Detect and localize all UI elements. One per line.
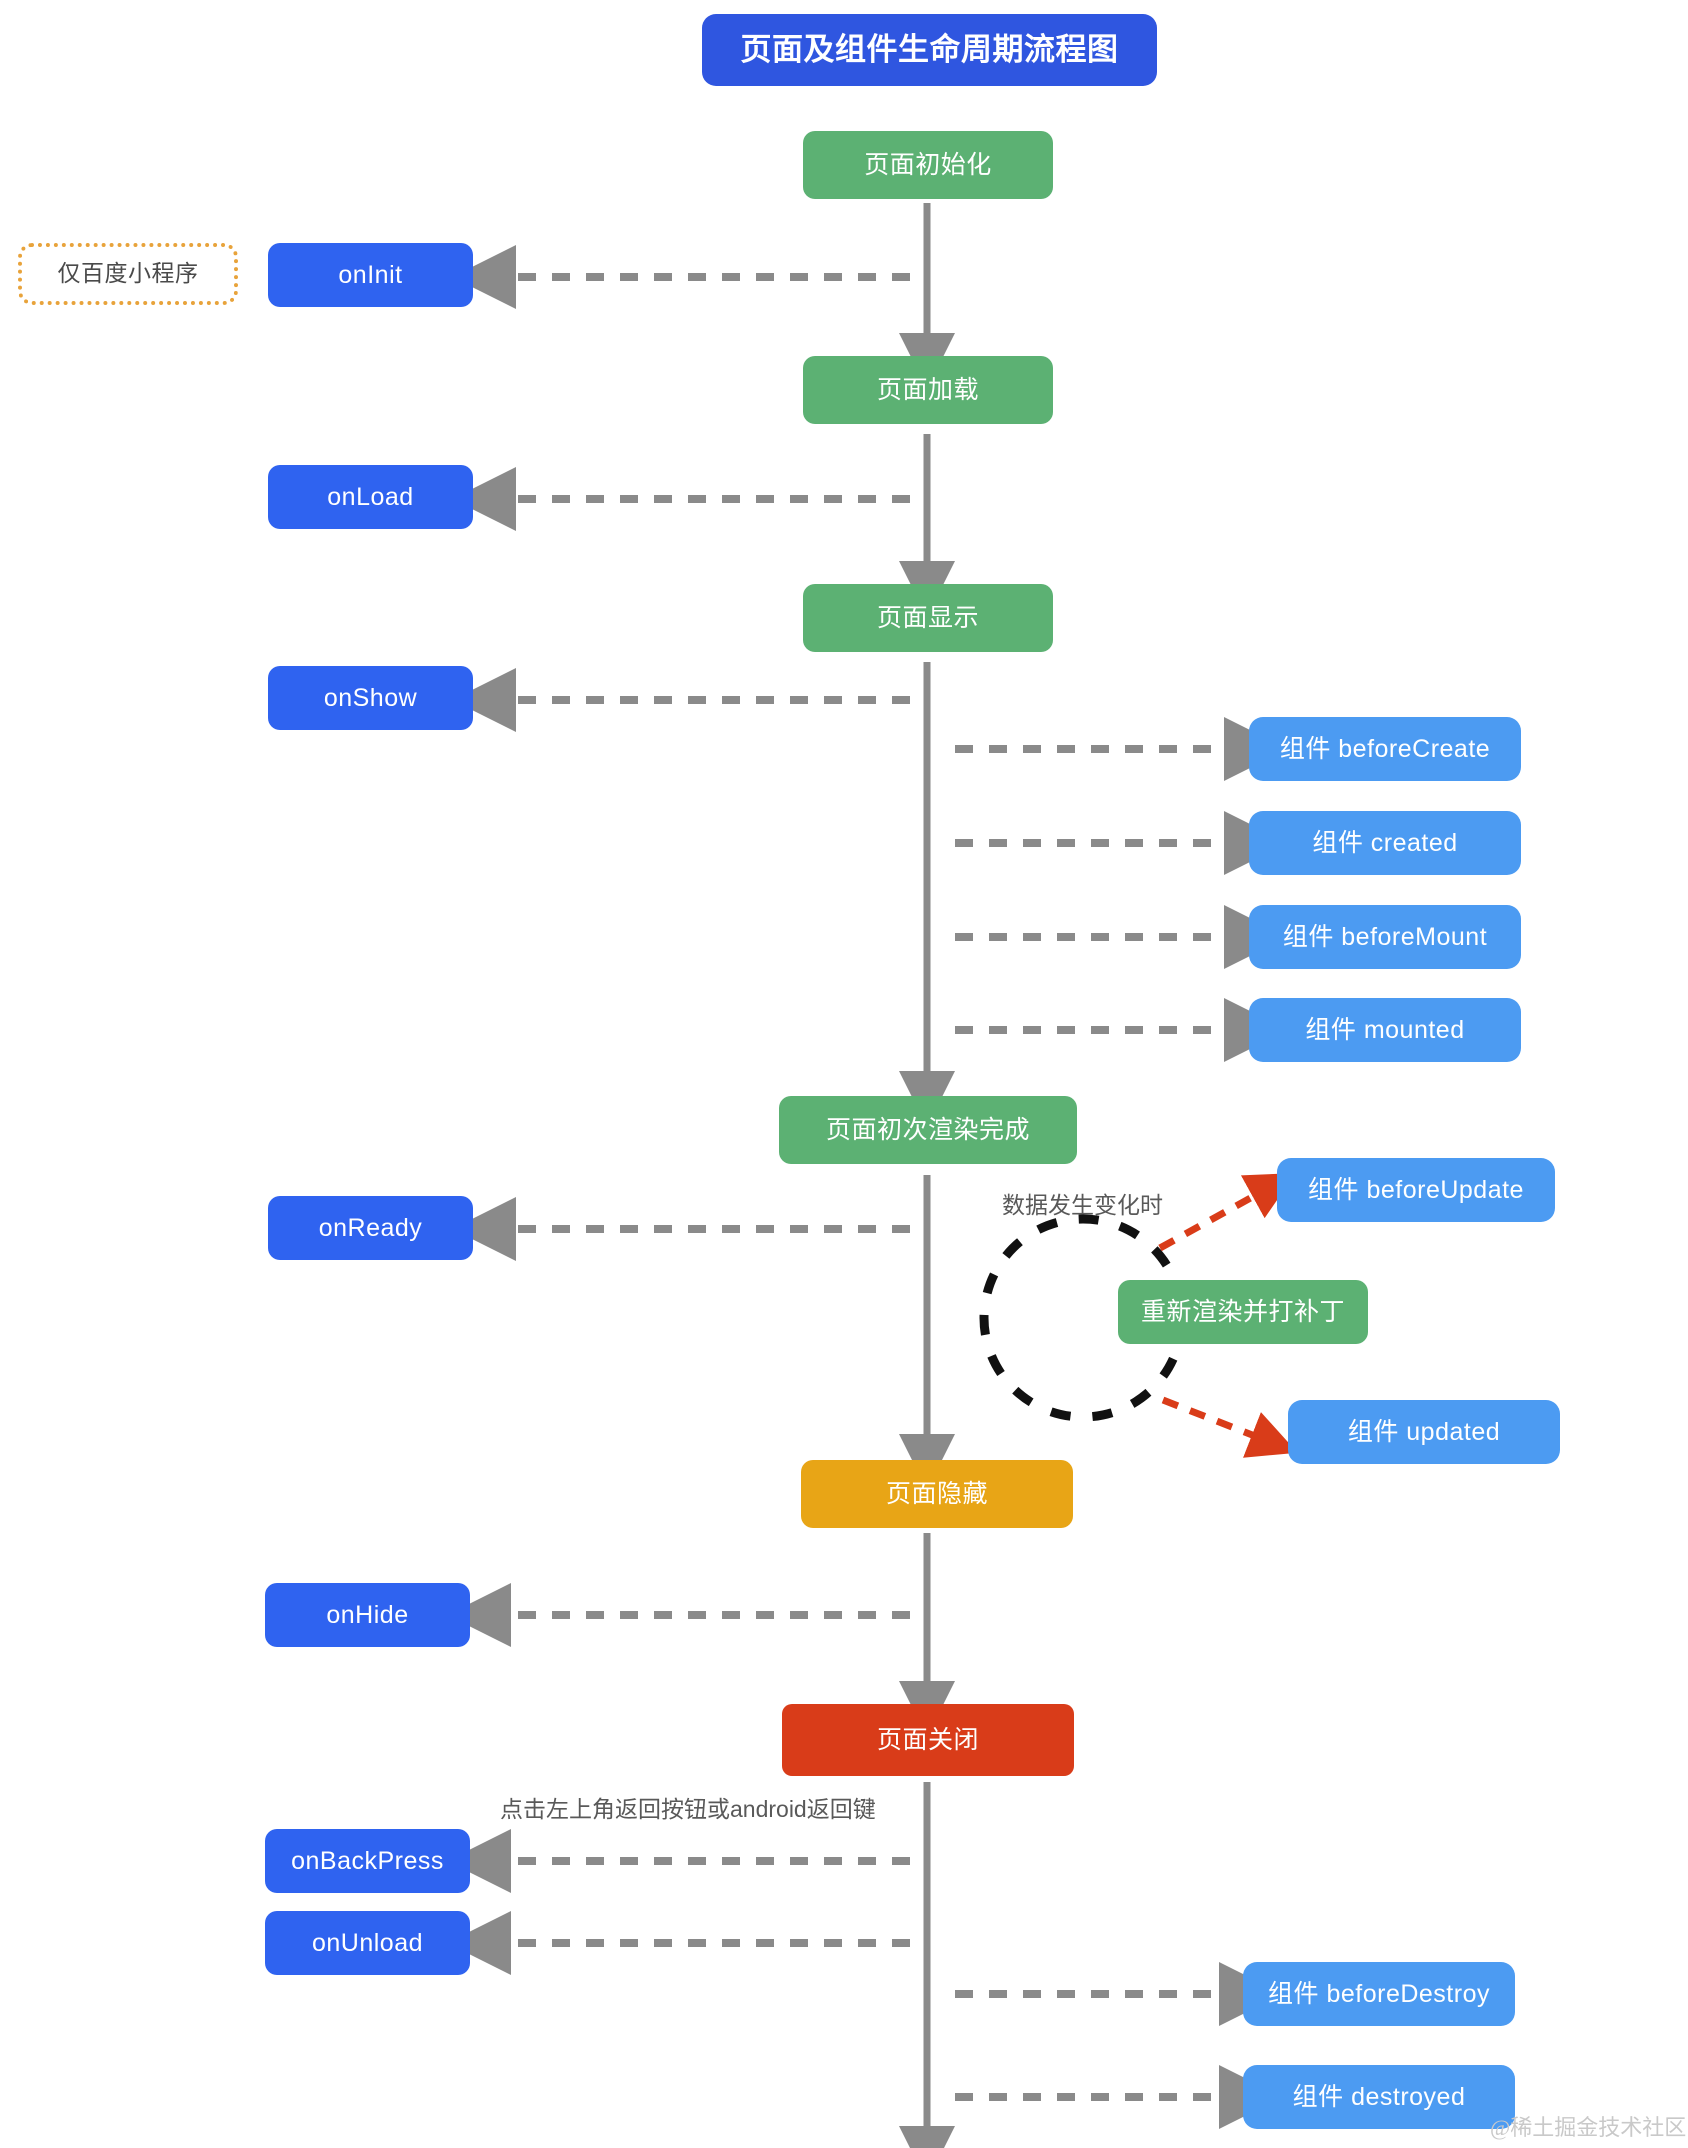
hook-onload: onLoad: [268, 465, 473, 529]
hook-onready: onReady: [268, 1196, 473, 1260]
component-beforedestroy: 组件 beforeDestroy: [1243, 1962, 1515, 2026]
stage-page-close: 页面关闭: [782, 1704, 1074, 1776]
component-beforecreate: 组件 beforeCreate: [1249, 717, 1521, 781]
watermark: @稀土掘金技术社区: [1490, 2115, 1687, 2140]
label-data-change: 数据发生变化时: [1002, 1192, 1163, 1218]
component-beforeupdate: 组件 beforeUpdate: [1277, 1158, 1555, 1222]
component-mounted: 组件 mounted: [1249, 998, 1521, 1062]
hook-onunload: onUnload: [265, 1911, 470, 1975]
hook-oninit: onInit: [268, 243, 473, 307]
stage-page-init: 页面初始化: [803, 131, 1053, 199]
label-back-press: 点击左上角返回按钮或android返回键: [500, 1796, 876, 1822]
diagram-title: 页面及组件生命周期流程图: [702, 14, 1157, 86]
stage-page-show: 页面显示: [803, 584, 1053, 652]
stage-page-hide: 页面隐藏: [801, 1460, 1073, 1528]
rerender-node: 重新渲染并打补丁: [1118, 1280, 1368, 1344]
hook-onhide: onHide: [265, 1583, 470, 1647]
note-baidu-only: 仅百度小程序: [18, 243, 238, 305]
stage-page-load: 页面加载: [803, 356, 1053, 424]
stage-page-first-render: 页面初次渲染完成: [779, 1096, 1077, 1164]
component-destroyed: 组件 destroyed: [1243, 2065, 1515, 2129]
component-created: 组件 created: [1249, 811, 1521, 875]
hook-onshow: onShow: [268, 666, 473, 730]
component-beforemount: 组件 beforeMount: [1249, 905, 1521, 969]
component-updated: 组件 updated: [1288, 1400, 1560, 1464]
hook-onbackpress: onBackPress: [265, 1829, 470, 1893]
